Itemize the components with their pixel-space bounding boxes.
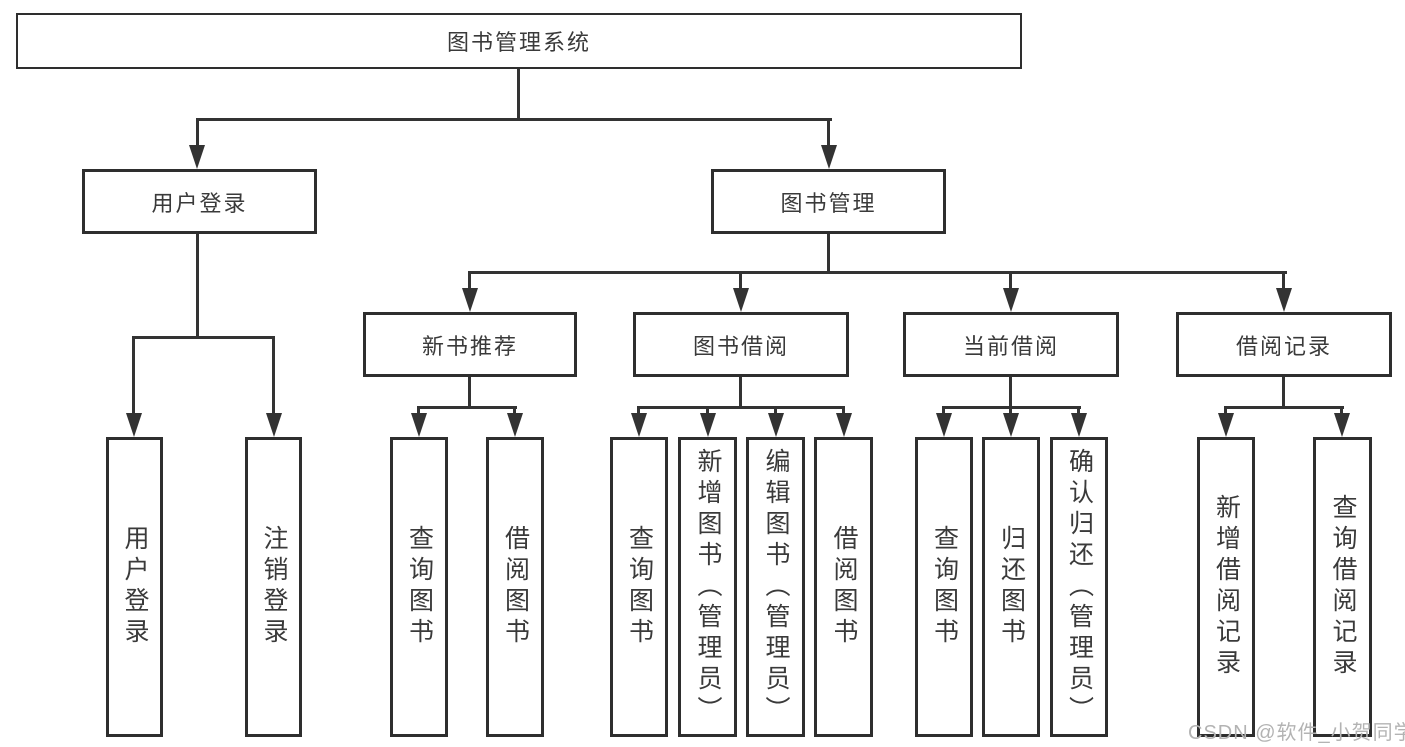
connector-stem [417, 406, 420, 418]
leaf-logout: 注销登录 [245, 437, 302, 737]
leaf-query-books-3: 查询图书 [915, 437, 973, 737]
arrow-down-icon [126, 413, 142, 437]
node-root: 图书管理系统 [16, 13, 1022, 69]
leaf-add-borrow-record: 新增借阅记录 [1197, 437, 1255, 737]
leaf-label: 借阅图书 [830, 525, 858, 649]
connector-stem [774, 406, 777, 418]
connector-level1-rail [196, 118, 832, 121]
leaf-query-books-2: 查询图书 [610, 437, 668, 737]
leaf-label: 查询图书 [930, 525, 959, 649]
arrow-down-icon [189, 145, 205, 169]
connector-rail [417, 406, 517, 409]
arrow-down-icon [1334, 413, 1350, 437]
arrow-down-icon [1276, 288, 1292, 312]
leaf-add-books-admin: 新增图书（管理员） [678, 437, 737, 737]
leaf-confirm-return-admin: 确认归还（管理员） [1050, 437, 1108, 737]
connector-stem [1340, 406, 1343, 418]
node-root-label: 图书管理系统 [446, 30, 591, 55]
connector-stem [1282, 271, 1285, 291]
node-new-book-recommend: 新书推荐 [363, 312, 577, 377]
connector-rail [1224, 406, 1344, 409]
leaf-label: 归还图书 [997, 525, 1026, 649]
leaf-label: 用户登录 [121, 525, 149, 649]
connector-stem [827, 234, 830, 274]
node-current-borrowing: 当前借阅 [903, 312, 1119, 377]
connector-stem [468, 377, 471, 409]
arrow-down-icon [1218, 413, 1234, 437]
connector-stem [827, 118, 830, 148]
connector-stem [637, 406, 640, 418]
arrow-down-icon [733, 288, 749, 312]
connector-stem [1009, 377, 1012, 409]
connector-stem [196, 118, 199, 148]
connector-stem [739, 377, 742, 409]
leaf-label: 借阅图书 [501, 525, 530, 649]
connector-stem [272, 336, 275, 416]
arrow-down-icon [462, 288, 478, 312]
leaf-return-books: 归还图书 [982, 437, 1040, 737]
leaf-label: 确认归还（管理员） [1065, 447, 1094, 727]
node-borrowing-records: 借阅记录 [1176, 312, 1392, 377]
connector-stem [468, 271, 471, 291]
connector-rail [637, 406, 845, 409]
connector-stem [1282, 377, 1285, 409]
connector-stem [942, 406, 945, 418]
arrow-down-icon [1003, 288, 1019, 312]
node-user-login: 用户登录 [82, 169, 317, 234]
leaf-borrow-books-1: 借阅图书 [486, 437, 544, 737]
arrow-down-icon [411, 413, 427, 437]
arrow-down-icon [768, 413, 784, 437]
leaf-borrow-books-2: 借阅图书 [814, 437, 873, 737]
arrow-down-icon [936, 413, 952, 437]
node-book-management: 图书管理 [711, 169, 946, 234]
leaf-label: 查询图书 [405, 525, 434, 649]
connector-rail [132, 336, 275, 339]
connector-stem [842, 406, 845, 418]
connector-stem [513, 406, 516, 418]
node-new-book-recommend-label: 新书推荐 [421, 333, 518, 359]
connector-stem [739, 271, 742, 291]
connector-level3-rail [468, 271, 1287, 274]
node-book-borrowing-label: 图书借阅 [692, 333, 789, 359]
leaf-label: 注销登录 [260, 525, 288, 649]
connector-stem [1009, 406, 1012, 418]
arrow-down-icon [1003, 413, 1019, 437]
node-user-login-label: 用户登录 [151, 190, 248, 216]
arrow-down-icon [266, 413, 282, 437]
leaf-user-login: 用户登录 [106, 437, 163, 737]
arrow-down-icon [700, 413, 716, 437]
leaf-label: 新增图书（管理员） [694, 447, 722, 727]
connector-stem [1009, 271, 1012, 291]
leaf-edit-books-admin: 编辑图书（管理员） [746, 437, 805, 737]
connector-stem [1077, 406, 1080, 418]
connector-stem [706, 406, 709, 418]
connector-stem [132, 336, 135, 416]
csdn-watermark: CSDN @软件_小贺同学 [1188, 722, 1405, 744]
leaf-label: 编辑图书（管理员） [762, 447, 790, 727]
node-borrowing-records-label: 借阅记录 [1235, 333, 1332, 359]
node-current-borrowing-label: 当前借阅 [962, 333, 1059, 359]
connector-root-stem [517, 69, 520, 120]
arrow-down-icon [836, 413, 852, 437]
connector-stem [1224, 406, 1227, 418]
node-book-borrowing: 图书借阅 [633, 312, 849, 377]
leaf-label: 查询借阅记录 [1329, 494, 1357, 680]
leaf-query-borrow-record: 查询借阅记录 [1313, 437, 1372, 737]
leaf-query-books-1: 查询图书 [390, 437, 448, 737]
arrow-down-icon [507, 413, 523, 437]
leaf-label: 查询图书 [625, 525, 654, 649]
arrow-down-icon [631, 413, 647, 437]
arrow-down-icon [1071, 413, 1087, 437]
connector-stem [196, 234, 199, 339]
arrow-down-icon [821, 145, 837, 169]
leaf-label: 新增借阅记录 [1212, 494, 1241, 680]
node-book-management-label: 图书管理 [780, 190, 877, 216]
